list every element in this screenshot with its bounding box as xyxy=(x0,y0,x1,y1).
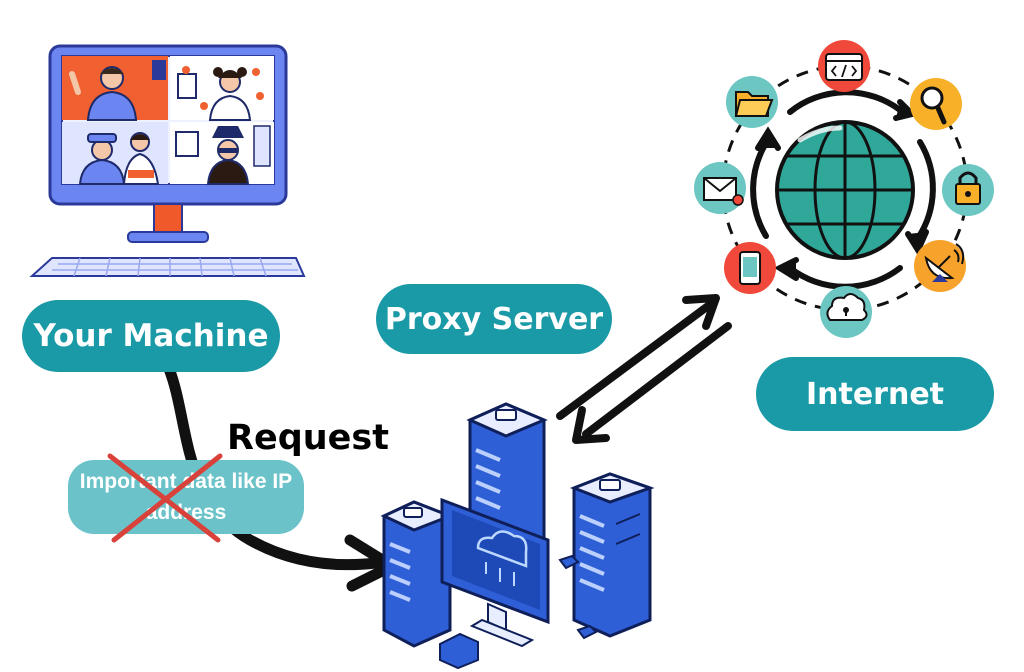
email-alert-icon xyxy=(694,162,746,214)
smartphone-icon xyxy=(724,242,776,294)
desktop-video-call-icon xyxy=(48,44,288,243)
request-label: Request xyxy=(227,418,389,458)
satellite-dish-icon xyxy=(914,240,966,292)
keyboard-icon xyxy=(29,257,306,277)
padlock-icon xyxy=(942,164,994,216)
globe-icon xyxy=(775,120,915,260)
blocked-data-box: Important data like IP address xyxy=(68,460,304,534)
cloud-monitor-icon xyxy=(439,497,598,670)
request-arrow xyxy=(162,360,382,571)
internet-label: Internet xyxy=(756,357,994,431)
bidirectional-arrows xyxy=(556,294,732,444)
cloud-lock-icon xyxy=(820,286,872,338)
proxy-server-label: Proxy Server xyxy=(376,284,612,354)
code-window-icon xyxy=(818,40,870,92)
server-rack-icon xyxy=(380,402,655,648)
search-icon xyxy=(910,78,962,130)
your-machine-label: Your Machine xyxy=(22,300,280,372)
blocked-data-text: Important data like IP address xyxy=(79,470,293,524)
folder-icon xyxy=(726,76,778,128)
